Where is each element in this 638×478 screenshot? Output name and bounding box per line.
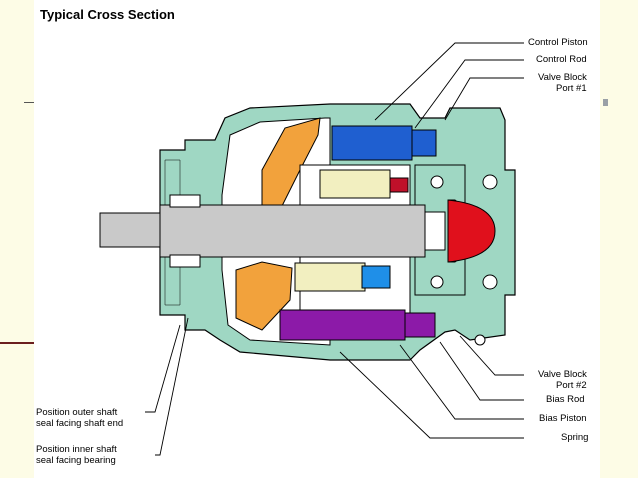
label-valve-block-port2: Valve Block xyxy=(538,369,587,380)
label-bias-piston: Bias Piston xyxy=(539,413,587,424)
label-port1: Port #1 xyxy=(556,83,587,94)
front-bearing-bottom xyxy=(169,254,201,268)
port-red-bulge xyxy=(447,199,496,263)
slide-accent-line xyxy=(0,342,34,344)
label-inner-seal-2: seal facing bearing xyxy=(36,455,116,466)
shaft-collar xyxy=(424,211,446,251)
drive-shaft xyxy=(159,204,426,258)
label-valve-block-port1: Valve Block xyxy=(538,72,587,83)
control-piston xyxy=(331,125,413,161)
label-spring: Spring xyxy=(561,432,589,443)
piston-lower-blue xyxy=(361,265,391,289)
bolt-hole xyxy=(430,175,444,189)
bolt-hole xyxy=(430,275,444,289)
diagram-title: Typical Cross Section xyxy=(40,7,175,22)
bolt-hole xyxy=(474,334,486,346)
front-bearing-top xyxy=(169,194,201,208)
swashplate-lower xyxy=(235,261,293,331)
piston-upper-red xyxy=(389,177,409,193)
piston-upper xyxy=(319,169,391,199)
slide-left-margin xyxy=(0,0,34,478)
slide-divider xyxy=(24,102,34,103)
label-outer-seal: Position outer shaft xyxy=(36,407,118,418)
drive-shaft-end xyxy=(99,212,161,248)
bolt-hole xyxy=(482,274,498,290)
label-control-rod: Control Rod xyxy=(536,54,587,65)
slide-right-margin xyxy=(600,0,638,478)
piston-lower xyxy=(294,262,366,292)
control-piston-tip xyxy=(411,129,437,157)
label-port2: Port #2 xyxy=(556,380,587,391)
bias-piston xyxy=(279,309,406,341)
bolt-hole xyxy=(482,174,498,190)
label-outer-seal-2: seal facing shaft end xyxy=(36,418,124,429)
label-inner-seal: Position inner shaft xyxy=(36,444,117,455)
label-control-piston: Control Piston xyxy=(528,37,588,48)
bias-piston-tip xyxy=(404,312,436,338)
leader-lines xyxy=(145,42,524,456)
label-bias-rod: Bias Rod xyxy=(546,394,585,405)
slide-bullet-marker xyxy=(603,99,608,106)
